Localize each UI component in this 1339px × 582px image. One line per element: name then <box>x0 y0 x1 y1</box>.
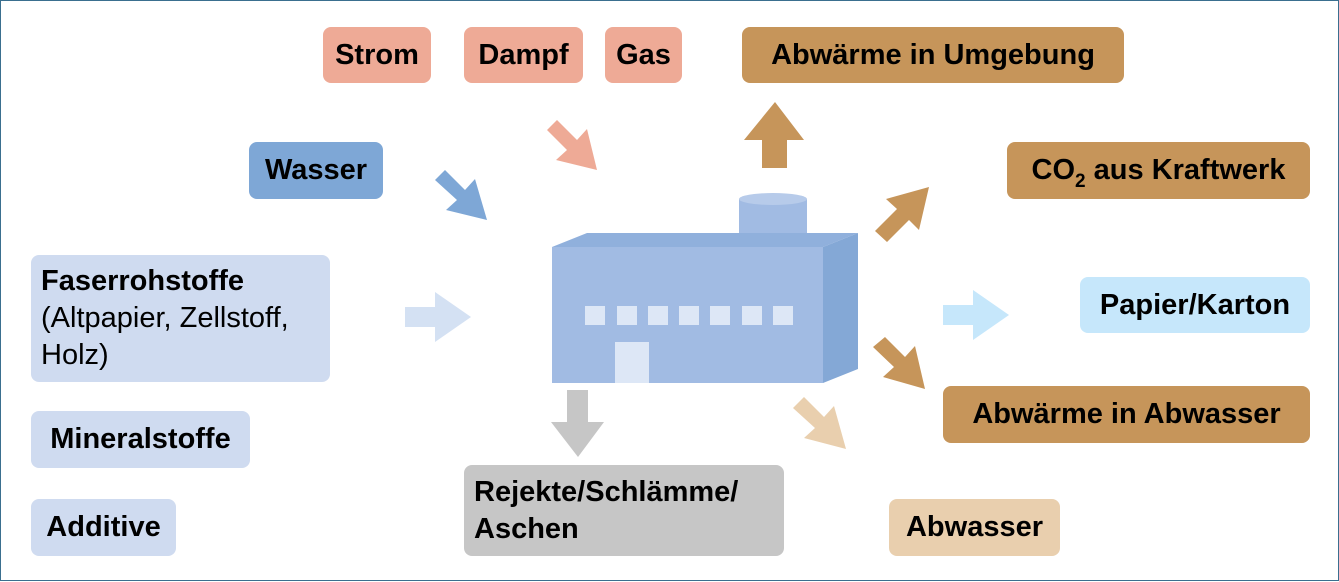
mineralstoffe-label: Mineralstoffe <box>50 423 231 455</box>
reject-output-arrow <box>551 390 604 457</box>
abwaerme-umgebung-label: Abwärme in Umgebung <box>771 38 1095 71</box>
energy-input-arrow <box>547 120 597 170</box>
heat-to-waste-water-arrow <box>873 337 925 389</box>
co2-output-arrow <box>875 187 929 242</box>
co2-subscript: 2 <box>1075 171 1086 192</box>
additive-label: Additive <box>46 511 161 543</box>
papier-karton-box: Papier/Karton <box>1080 277 1310 333</box>
abwasser-box: Abwasser <box>889 499 1060 556</box>
co2-suffix: aus Kraftwerk <box>1085 154 1286 186</box>
factory-icon <box>552 193 858 383</box>
heat-to-environment-arrow <box>744 102 804 168</box>
abwaerme-abwasser-box: Abwärme in Abwasser <box>943 386 1310 443</box>
co2-label: CO2 aus Kraftwerk <box>1031 154 1286 192</box>
waste-water-output-arrow <box>793 397 846 449</box>
rejekte-line1: Rejekte/Schlämme/ <box>474 475 739 508</box>
wasser-label: Wasser <box>264 154 368 186</box>
paper-output-arrow <box>943 290 1009 340</box>
raw-material-input-arrow <box>405 292 471 342</box>
water-input-arrow <box>435 170 487 220</box>
rejekte-box: Rejekte/Schlämme/ Aschen <box>464 465 784 556</box>
faserrohstoffe-detail-line1: (Altpapier, Zellstoff, <box>41 302 289 334</box>
faserrohstoffe-box: Faserrohstoffe (Altpapier, Zellstoff, Ho… <box>31 255 330 382</box>
mineralstoffe-box: Mineralstoffe <box>31 411 250 468</box>
abwasser-label: Abwasser <box>905 511 1043 543</box>
abwaerme-abwasser-label: Abwärme in Abwasser <box>972 398 1281 430</box>
abwaerme-umgebung-box: Abwärme in Umgebung <box>742 27 1124 83</box>
co2-prefix: CO <box>1031 154 1076 186</box>
faserrohstoffe-title: Faserrohstoffe <box>41 265 245 297</box>
dampf-box: Dampf <box>464 27 583 83</box>
dampf-label: Dampf <box>478 38 569 71</box>
papier-karton-label: Papier/Karton <box>1099 288 1291 321</box>
additive-box: Additive <box>31 499 176 556</box>
strom-label: Strom <box>335 38 419 71</box>
gas-label: Gas <box>616 38 671 71</box>
faserrohstoffe-detail-line2: Holz) <box>41 339 109 371</box>
co2-box: CO2 aus Kraftwerk <box>1007 142 1310 199</box>
gas-box: Gas <box>605 27 682 83</box>
wasser-box: Wasser <box>249 142 383 199</box>
strom-box: Strom <box>323 27 431 83</box>
rejekte-line2: Aschen <box>474 512 579 545</box>
